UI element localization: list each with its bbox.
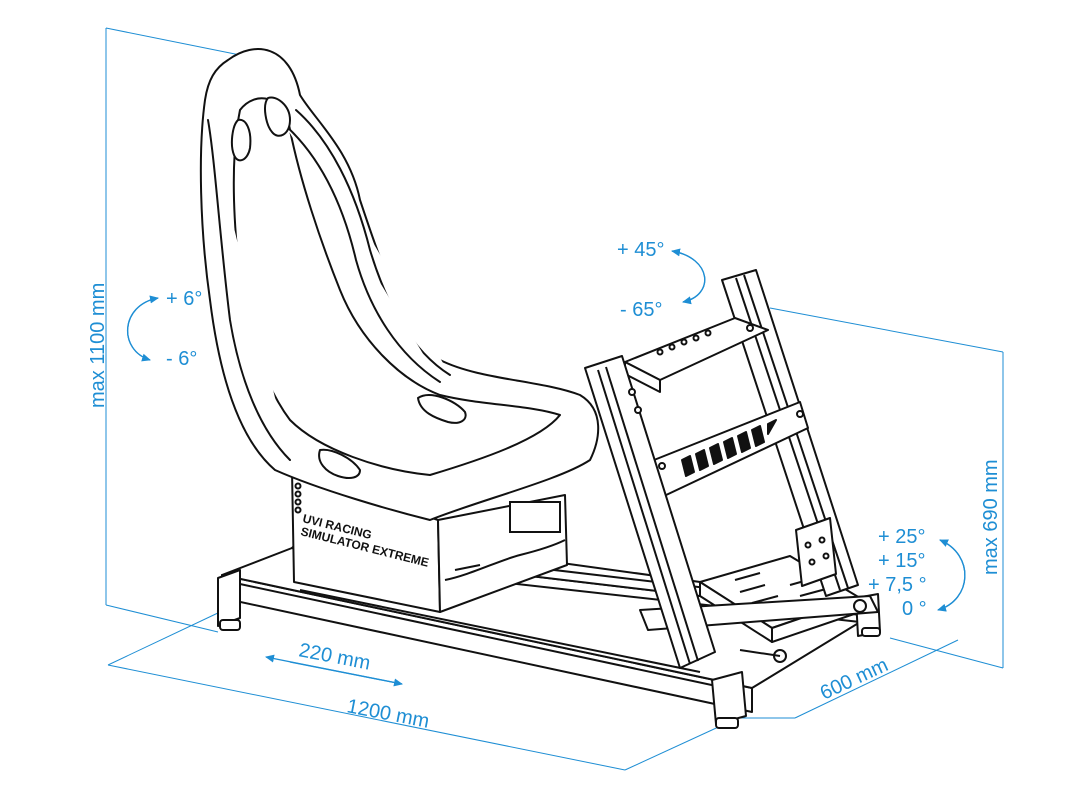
seat-tilt-down-label: - 6° bbox=[166, 348, 197, 370]
seat-slide-label: 220 mm bbox=[297, 639, 372, 674]
pedal-angle-label: + 25° bbox=[878, 526, 925, 548]
dimension-lines bbox=[105, 27, 1004, 771]
bucket-seat bbox=[199, 48, 600, 521]
wheel-tilt-up-label: + 45° bbox=[617, 239, 664, 261]
length-label: 1200 mm bbox=[345, 695, 431, 733]
width-label: 600 mm bbox=[817, 654, 892, 704]
rotation-arcs bbox=[126, 248, 966, 612]
wheel-mount bbox=[624, 317, 769, 393]
pedal-angle-label: + 15° bbox=[878, 550, 925, 572]
max-height-label: max 1100 mm bbox=[87, 283, 109, 408]
seat-tilt-up-label: + 6° bbox=[166, 288, 202, 310]
seat-slider bbox=[444, 501, 566, 581]
seat-slide-arrow bbox=[265, 654, 403, 687]
wheel-post bbox=[584, 355, 716, 669]
pedal-angle-label: + 7,5 ° bbox=[868, 574, 927, 596]
pedal-height-label: max 690 mm bbox=[980, 459, 1002, 575]
pedal-angle-label: 0 ° bbox=[902, 598, 927, 620]
wheel-tilt-down-label: - 65° bbox=[620, 299, 662, 321]
